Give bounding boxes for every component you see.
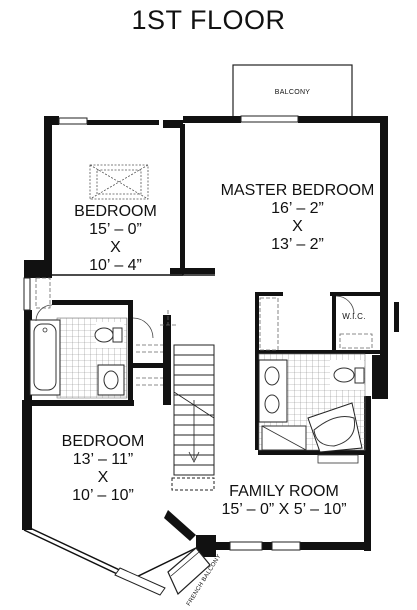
master-bedroom-dim2: 13’ – 2” [271, 235, 324, 253]
skylight [89, 164, 149, 200]
master-bedroom-label: MASTER BEDROOM 16’ – 2” X 13’ – 2” [200, 182, 395, 254]
master-bathroom [258, 353, 366, 464]
staircase [171, 344, 215, 491]
bottom-bedroom-x: X [97, 468, 109, 486]
family-room-name: FAMILY ROOM [229, 483, 339, 500]
bottom-bedroom-dim1: 13’ – 11” [72, 450, 134, 468]
master-bedroom-name: MASTER BEDROOM [220, 182, 375, 199]
bottom-bedroom-name: BEDROOM [61, 433, 145, 450]
wic-label: W.I.C. [342, 312, 366, 321]
family-room-dims: 15’ – 0” X 5’ – 10” [221, 500, 347, 518]
balcony-label: BALCONY [274, 89, 311, 96]
interior-walls-thick [30, 124, 399, 455]
exterior-walls [22, 116, 388, 557]
top-bedroom-dim1: 15’ – 0” [89, 220, 142, 238]
top-bedroom-dim2: 10’ – 4” [89, 256, 142, 274]
top-bedroom-label: BEDROOM 15’ – 0” X 10’ – 4” [58, 203, 173, 275]
left-bathroom [29, 317, 128, 399]
master-bedroom-dim1: 16’ – 2” [271, 199, 324, 217]
french-balcony [114, 510, 211, 596]
door-swings [35, 295, 355, 339]
top-bedroom-name: BEDROOM [74, 203, 157, 220]
bottom-bedroom-dim2: 10’ – 10” [72, 486, 134, 504]
family-room-label: FAMILY ROOM 15’ – 0” X 5’ – 10” [198, 483, 370, 519]
top-bedroom-x: X [110, 238, 121, 256]
windows [23, 115, 301, 551]
page-title: 1ST FLOOR [131, 5, 286, 35]
master-bedroom-x: X [292, 217, 303, 235]
bottom-bedroom-label: BEDROOM 13’ – 11” X 10’ – 10” [44, 433, 162, 505]
